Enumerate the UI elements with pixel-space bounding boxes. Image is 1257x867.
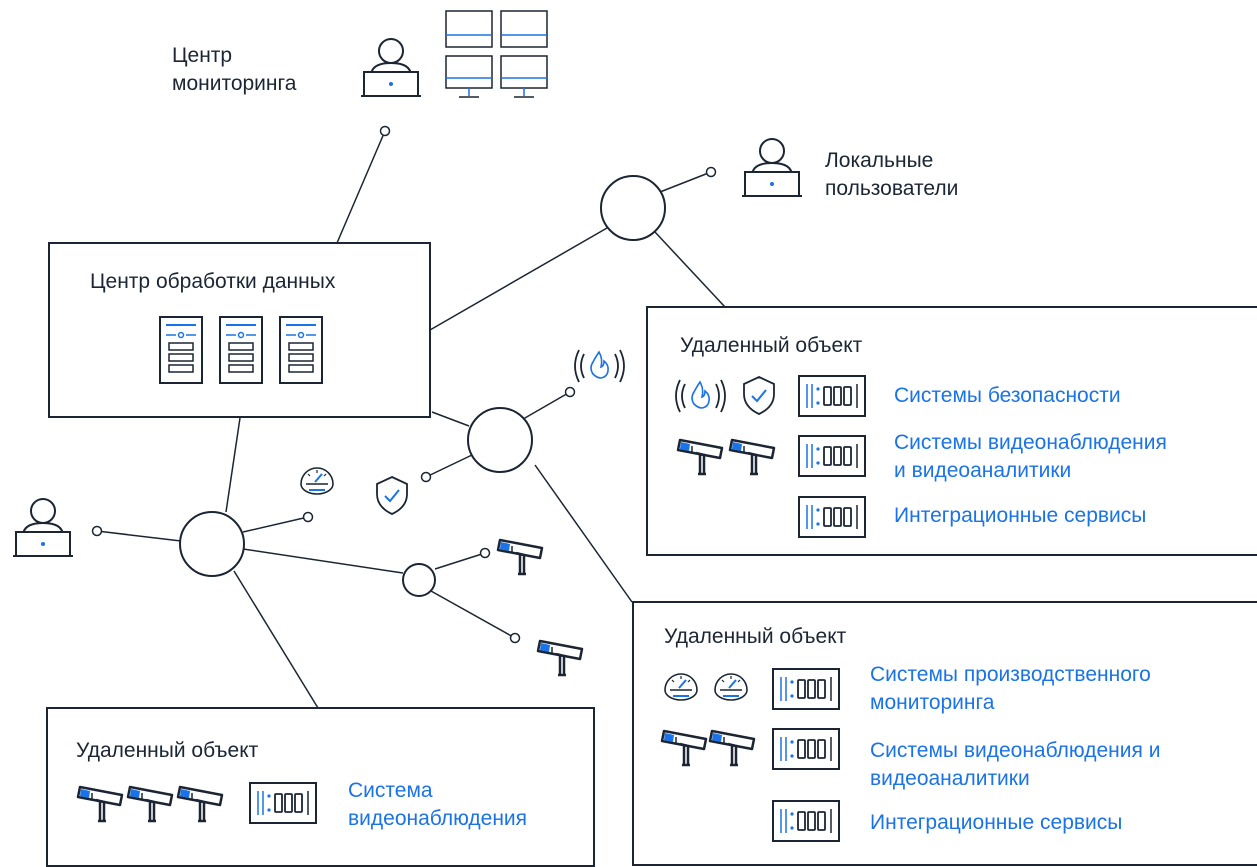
video-switch-icon bbox=[772, 728, 840, 770]
integration-services-label: Интеграционные сервисы bbox=[870, 811, 1123, 834]
video-systems-label: Системы видеонаблюдения и видеоаналитики bbox=[894, 429, 1167, 485]
security-switch-icon bbox=[798, 375, 866, 417]
production-monitoring-line1: Системы производственного bbox=[870, 663, 1151, 686]
remote-site-3-icons bbox=[76, 782, 317, 824]
remote-site-1-icons bbox=[675, 375, 866, 538]
fire-sensor-icon bbox=[574, 349, 625, 383]
gauge-icon bbox=[664, 673, 698, 701]
operator-user-icon bbox=[360, 38, 422, 97]
integration-switch-icon bbox=[772, 800, 840, 842]
gauge-icon bbox=[714, 673, 748, 701]
security-systems-label: Системы безопасности bbox=[894, 384, 1121, 407]
video-switch-icon bbox=[798, 435, 866, 477]
video-system-line1: Система bbox=[348, 779, 433, 802]
camera-icon bbox=[176, 785, 224, 823]
monitor-icon bbox=[445, 10, 493, 48]
remote-site-2-icons bbox=[660, 668, 840, 842]
production-monitoring-line2: мониторинга bbox=[870, 691, 995, 714]
camera-icon bbox=[708, 729, 756, 767]
video-system-line2: видеонаблюдения bbox=[348, 807, 528, 830]
local-users-line1: Локальные bbox=[825, 149, 934, 172]
connection-lines bbox=[96, 130, 726, 709]
local-user-icon bbox=[741, 138, 803, 197]
remote-site-1-title: Удаленный объект bbox=[680, 334, 863, 357]
shield-icon bbox=[743, 376, 775, 415]
camera-icon bbox=[126, 785, 174, 823]
camera-icon bbox=[660, 729, 708, 767]
server-icon bbox=[279, 316, 323, 384]
monitoring-center-label: Центр мониторинга bbox=[172, 42, 296, 98]
video-system-label: Система видеонаблюдения bbox=[348, 777, 527, 833]
gauge-icon bbox=[300, 467, 334, 495]
monitor-icon bbox=[445, 55, 493, 98]
server-icon bbox=[219, 316, 263, 384]
server-icon bbox=[159, 316, 203, 384]
camera-icon bbox=[536, 639, 584, 677]
connection-endpoints bbox=[91, 125, 717, 644]
fire-sensor-icon bbox=[675, 379, 726, 413]
monitoring-center-line1: Центр bbox=[172, 44, 233, 67]
remote-site-3-box: Удаленный объект Система видеонаблюдения bbox=[46, 707, 595, 867]
monitor-icon bbox=[500, 55, 548, 98]
camera-icon bbox=[76, 785, 124, 823]
production-switch-icon bbox=[772, 668, 840, 710]
production-monitoring-label: Системы производственного мониторинга bbox=[870, 661, 1151, 717]
remote-site-2-title: Удаленный объект bbox=[664, 625, 847, 648]
video-systems-line1: Системы видеонаблюдения bbox=[894, 431, 1167, 454]
integration-switch-icon bbox=[798, 496, 866, 538]
video-systems-line2: и видеоаналитики bbox=[894, 459, 1072, 482]
video-systems-line2: видеоаналитики bbox=[870, 767, 1030, 790]
video-systems-line1: Системы видеонаблюдения и bbox=[870, 739, 1161, 762]
camera-icon bbox=[496, 538, 544, 576]
local-users-label: Локальные пользователи bbox=[825, 147, 958, 203]
remote-user-icon bbox=[12, 498, 74, 557]
network-hubs bbox=[179, 175, 666, 597]
monitoring-center-line2: мониторинга bbox=[172, 72, 297, 95]
remote-site-2-box: Удаленный объект Системы производственно… bbox=[632, 601, 1257, 866]
data-center-title: Центр обработки данных bbox=[90, 270, 336, 293]
video-systems-label: Системы видеонаблюдения и видеоаналитики bbox=[870, 737, 1160, 793]
remote-site-1-box: Удаленный объект Системы безопасности Си… bbox=[646, 306, 1257, 556]
monitor-icon bbox=[500, 10, 548, 48]
camera-icon bbox=[728, 438, 776, 476]
integration-services-label: Интеграционные сервисы bbox=[894, 504, 1147, 527]
remote-site-3-title: Удаленный объект bbox=[76, 739, 259, 762]
data-center-box: Центр обработки данных bbox=[48, 242, 431, 418]
video-switch-icon bbox=[249, 782, 317, 824]
local-users-line2: пользователи bbox=[825, 177, 959, 200]
shield-icon bbox=[376, 476, 408, 515]
camera-icon bbox=[676, 438, 724, 476]
server-rack-group bbox=[159, 316, 323, 384]
